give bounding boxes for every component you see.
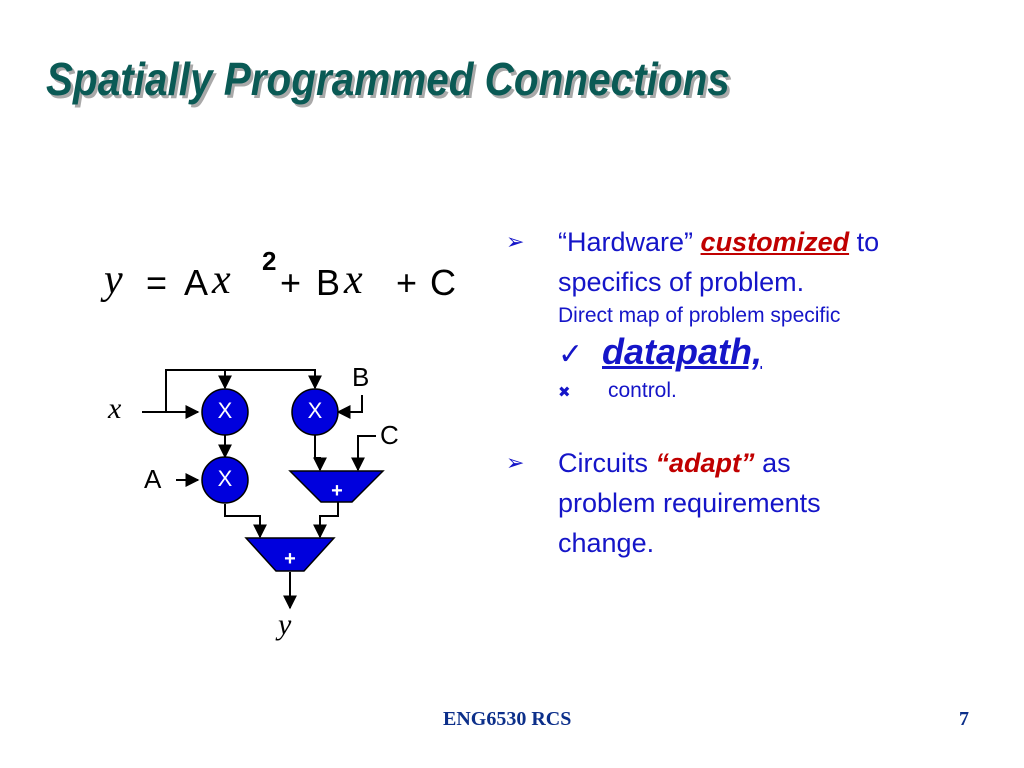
bullet-line: specifics of problem. — [558, 267, 805, 297]
emphasis-customized: customized — [700, 227, 850, 257]
check-item: ✓ datapath, — [506, 330, 986, 377]
wire-b-to-mult2 — [336, 395, 363, 419]
arrow-bullet-icon: ➢ — [506, 450, 525, 475]
bullet-line: “Hardware” customized to — [558, 222, 986, 262]
datapath-text: datapath, — [602, 331, 763, 372]
cross-icon: ✖ — [558, 384, 571, 401]
bullet-adapt: ➢ Circuits “adapt” as problem requiremen… — [506, 443, 986, 563]
bullet-line: Circuits “adapt” as — [558, 443, 986, 483]
wire-add1-to-add2 — [313, 500, 339, 539]
bullet-text: to — [856, 227, 880, 257]
datapath-diagram: X X X + + x A B C y — [100, 350, 460, 650]
input-b-label: B — [352, 362, 370, 392]
adder-2-label: + — [284, 548, 296, 570]
multiplier-2-label: X — [307, 398, 323, 423]
wire-x-to-mult2 — [225, 369, 322, 390]
eq-x1: x — [212, 257, 231, 303]
bullet-list: ➢ “Hardware” customized to specifics of … — [506, 222, 986, 563]
bullet-text: Circuits — [558, 448, 649, 478]
multiplier-1 — [201, 388, 249, 436]
bullet-line: change. — [558, 528, 655, 558]
wire-mult3-to-add2 — [224, 504, 267, 539]
adder-1 — [288, 470, 385, 503]
emphasis-adapt: “adapt” — [655, 448, 755, 478]
eq-exponent: 2 — [262, 246, 277, 276]
input-a-label: A — [144, 464, 162, 494]
wire-c-to-add1 — [351, 435, 376, 472]
sub-text: Direct map of problem specific — [558, 304, 841, 327]
eq-a: A — [184, 262, 209, 303]
bullet-customized: ➢ “Hardware” customized to specifics of … — [506, 222, 986, 302]
eq-equals: = — [146, 262, 168, 303]
footer-page-number: 7 — [959, 708, 969, 730]
wire-x-loop — [165, 369, 232, 412]
eq-y: y — [104, 257, 123, 303]
input-x-label: x — [108, 392, 122, 425]
adder-2 — [244, 537, 336, 572]
eq-plus1: + — [280, 262, 302, 303]
eq-plus2: + — [396, 262, 418, 303]
eq-b: B — [316, 262, 341, 303]
bullet-text: as — [762, 448, 791, 478]
multiplier-1-label: X — [217, 398, 233, 423]
input-c-label: C — [380, 420, 399, 450]
check-icon: ✓ — [558, 338, 584, 371]
eq-x2: x — [344, 257, 363, 303]
arrow-bullet-icon: ➢ — [506, 229, 525, 254]
datapath-svg — [142, 369, 385, 610]
slide-title: Spatially Programmed Connections — [46, 53, 730, 105]
footer-course: ENG6530 RCS — [443, 708, 572, 730]
eq-c: C — [430, 262, 456, 303]
bullet-text: “Hardware” — [558, 227, 694, 257]
bullet-line: problem requirements — [558, 488, 821, 518]
multiplier-2 — [291, 388, 339, 436]
adder-1-label: + — [331, 480, 343, 502]
control-text: control. — [608, 379, 677, 402]
multiplier-3 — [201, 456, 249, 504]
wire-mult2-to-add1 — [313, 434, 327, 472]
multiplier-3-label: X — [217, 466, 233, 491]
cross-item: ✖ control. — [506, 377, 986, 407]
output-y-label: y — [278, 608, 292, 641]
